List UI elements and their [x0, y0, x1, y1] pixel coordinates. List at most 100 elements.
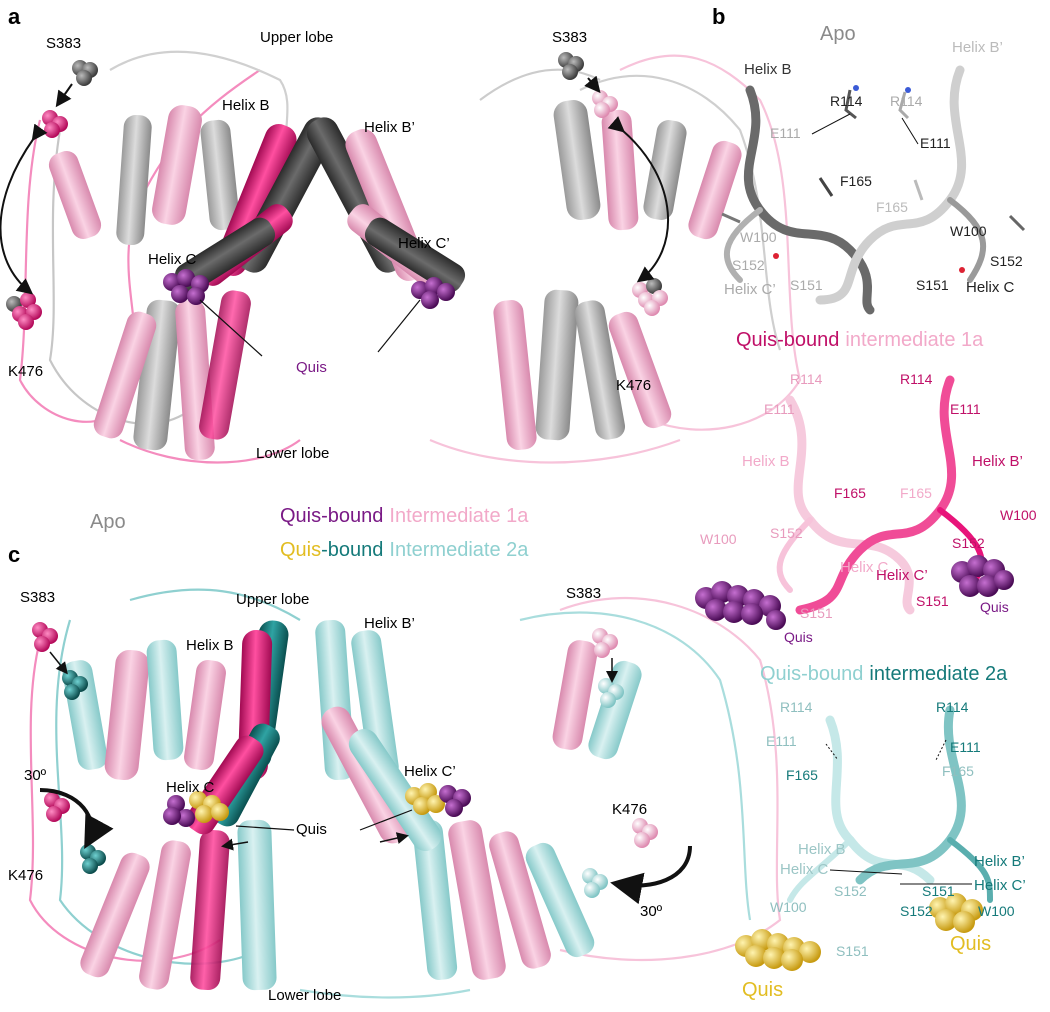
panel-a-quis: Quis [296, 359, 327, 376]
panel-b-int2-r114-left: R114 [780, 699, 813, 715]
panel-b-int1-w100-left: W100 [700, 531, 737, 547]
panel-a-arrows [0, 75, 670, 357]
panel-b-apo-r114-right: R114 [890, 93, 923, 109]
legend-apo: Apo [90, 511, 126, 533]
panel-c-tag: c [8, 542, 20, 567]
panel-a-s383-right-dark [558, 52, 584, 80]
panel-c-k476-right-pink [632, 818, 658, 848]
panel-c-right-helices [315, 619, 642, 980]
panel-b-int2-helix-b-prime: Helix B’ [974, 853, 1025, 870]
legend-row2-intermediate: Intermediate 2a [389, 539, 529, 561]
panel-a: a [0, 4, 802, 464]
panel-b-int1: Quis-bound intermediate 1a R114 R114 E111… [695, 329, 1037, 645]
panel-b-apo-r114-left: R114 [830, 93, 863, 109]
panel-b-int1-r114-right: R114 [900, 371, 933, 387]
panel-b-int2-quis-right [929, 893, 983, 933]
panel-b-apo-helix-b-prime: Helix B’ [952, 39, 1003, 56]
panel-a-k476-right-label: K476 [616, 377, 651, 394]
panel-c-rot-left: 30º [24, 767, 47, 784]
panel-b-apo-sidechains [721, 85, 1026, 273]
legend-row2-quis: Quis [280, 539, 321, 561]
panel-b-apo-leaders [811, 113, 919, 145]
panel-b-apo-e111-left: E111 [770, 125, 801, 141]
panel-b-int1-helix-c-prime: Helix C’ [876, 567, 928, 584]
panel-a-helix-b-prime: Helix B’ [364, 119, 415, 136]
panel-b-apo-title: Apo [820, 23, 856, 45]
panel-c-quis: Quis [296, 821, 327, 838]
panel-b-int1-title-intermediate: intermediate 1a [845, 329, 984, 351]
panel-c-s383-right-pink [592, 628, 618, 658]
panel-b-int2-s151-right: S151 [922, 883, 955, 899]
panel-b-int2-title-intermediate: intermediate 2a [869, 663, 1008, 685]
panel-a-s383-right-pink [592, 90, 618, 118]
panel-b-apo-w100-right: W100 [950, 223, 987, 239]
panel-b-int2-quis-left [735, 929, 821, 971]
panel-b-int2-s152-left: S152 [834, 883, 867, 899]
panel-a-upper-lobe: Upper lobe [260, 29, 333, 46]
panel-b-int2-s151-left: S151 [836, 943, 869, 959]
panel-b-int2-helix-b: Helix B [798, 841, 846, 858]
panel-a-s383-right-label: S383 [552, 29, 587, 46]
panel-a-s383-left-label: S383 [46, 35, 81, 52]
panel-b-int1-helix-b-prime: Helix B’ [972, 453, 1023, 470]
panel-b-int1-title: Quis-bound intermediate 1a [736, 329, 984, 351]
panel-c-k476-right-teal [582, 868, 608, 898]
panel-b-int1-f165-right: F165 [900, 485, 932, 501]
panel-b-apo-helix-c-prime: Helix C’ [724, 281, 776, 298]
panel-b-int2-f165-right: F165 [942, 763, 974, 779]
panel-b-int1-f165-left: F165 [834, 485, 866, 501]
panel-c-lower-lobe: Lower lobe [268, 987, 341, 1004]
panel-a-helix-c: Helix C [148, 251, 197, 268]
panel-c-k476-left-mag [44, 792, 70, 822]
panel-c-k476-left-label: K476 [8, 867, 43, 884]
panel-a-quis-right [411, 277, 455, 309]
panel-b-apo-helix-c: Helix C [966, 279, 1015, 296]
panel-b-int2-title: Quis-bound intermediate 2a [760, 663, 1008, 685]
panel-a-k476-left-label: K476 [8, 363, 43, 380]
panel-c-upper-lobe: Upper lobe [236, 591, 309, 608]
panel-a-helix-c-prime: Helix C’ [398, 235, 450, 252]
panel-a-left-helices [48, 105, 251, 461]
panel-c-quis-right [405, 783, 471, 817]
panel-c-rot-right: 30º [640, 903, 663, 920]
panel-b-int2-quis-left-label: Quis [742, 979, 783, 1001]
legend-row1-quis-bound: Quis-bound [280, 505, 383, 527]
panel-b-int1-s152-left: S152 [770, 525, 803, 541]
panel-c-arrows [39, 651, 692, 905]
panel-b-int1-quis-left-label: Quis [784, 629, 813, 645]
panel-a-k476-right [632, 278, 668, 316]
panel-a-helix-b: Helix B [222, 97, 270, 114]
panel-b-int2-e111-left: E111 [766, 733, 797, 749]
panel-b-int2-title-quis-bound: Quis-bound [760, 663, 863, 685]
panel-c-helix-b: Helix B [186, 637, 234, 654]
panel-b-int2-w100-right: W100 [978, 903, 1015, 919]
panel-b-int1-quis-left [695, 581, 786, 630]
panel-b-int2: Quis-bound intermediate 2a R114 R114 E111… [735, 663, 1026, 1001]
panel-b-int2-r114-right: R114 [936, 699, 969, 715]
panel-c-helix-c: Helix C [166, 779, 215, 796]
panel-b-int1-w100-right: W100 [1000, 507, 1037, 523]
panel-b-int1-e111-right: E111 [950, 401, 981, 417]
panel-b-int1-title-quis-bound: Quis-bound [736, 329, 839, 351]
panel-a-s383-left-dark [72, 60, 98, 86]
panel-c-helix-c-prime: Helix C’ [404, 763, 456, 780]
panel-c-ribbons [28, 588, 782, 999]
panel-b-int1-r114-left: R114 [790, 371, 823, 387]
panel-b-int2-f165-left: F165 [786, 767, 818, 783]
panel-b-apo-s151-right: S151 [916, 277, 949, 293]
panel-b-apo: Apo Helix B Helix B’ R114 R114 E111 E111… [721, 23, 1026, 315]
panel-c-quis-left [163, 791, 229, 827]
panel-b-apo-ribbons [723, 65, 986, 315]
panel-b-int1-helix-b: Helix B [742, 453, 790, 470]
panel-b-apo-helix-b: Helix B [744, 61, 792, 78]
panel-c-helix-b-prime: Helix B’ [364, 615, 415, 632]
panel-a-k476-left [6, 292, 42, 330]
panel-b-apo-s152-left: S152 [732, 257, 765, 273]
panel-b-apo-s152-right: S152 [990, 253, 1023, 269]
panel-b-tag: b [712, 4, 725, 29]
panel-b-apo-s151-left: S151 [790, 277, 823, 293]
panel-a-tag: a [8, 4, 21, 29]
